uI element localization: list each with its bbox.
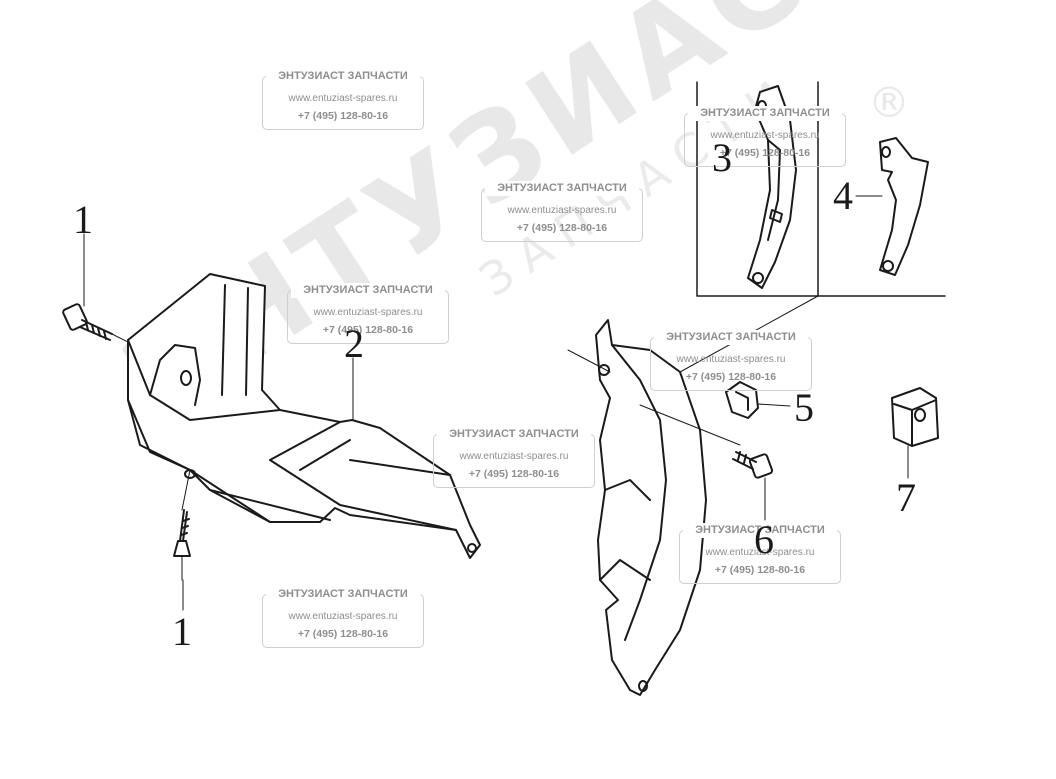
bolt-top-icon: [62, 303, 129, 343]
callout-6: 6: [754, 517, 774, 562]
screw-6-icon: [732, 451, 774, 521]
screw-bottom-icon: [173, 469, 191, 581]
clip-5-icon: [725, 381, 791, 419]
left-shield-icon: [127, 273, 481, 559]
callout-4: 4: [833, 173, 853, 218]
main-shield-icon: [567, 319, 741, 696]
callout-2: 2: [344, 321, 364, 366]
callout-5: 5: [794, 385, 814, 430]
callout-3: 3: [712, 135, 732, 180]
callout-7: 7: [896, 475, 916, 520]
callout-1-bottom: 1: [172, 609, 192, 654]
callout-1-top: 1: [73, 197, 93, 242]
bracket-4-icon: [855, 137, 929, 276]
registered-mark: ®: [868, 78, 910, 127]
nut-7-icon: [891, 387, 939, 479]
